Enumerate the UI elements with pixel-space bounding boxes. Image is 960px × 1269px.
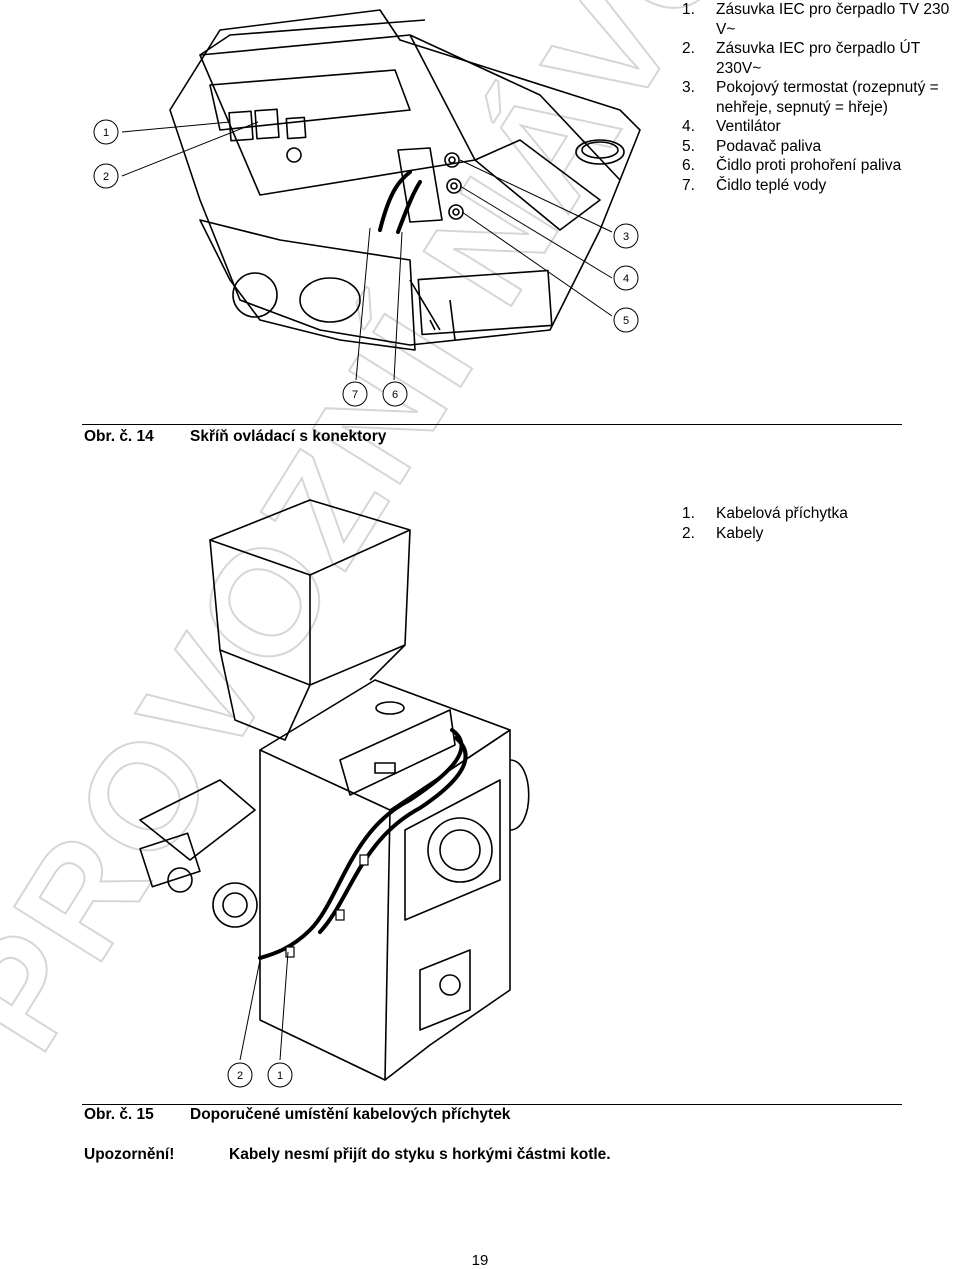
callout-5: 5 (623, 315, 629, 327)
callout-1: 1 (277, 1070, 283, 1082)
legend-item: 7.Čidlo teplé vody (682, 176, 827, 194)
legend-item: 2.Kabely (682, 524, 764, 542)
callout-3-circle (613, 223, 639, 249)
figure15-legend: 1.Kabelová příchytka 2.Kabely (682, 504, 952, 543)
figure14-caption-label: Obr. č. 14 (84, 428, 154, 445)
legend-item: 5.Podavač paliva (682, 137, 822, 155)
callout-7-circle (342, 381, 368, 407)
warning-label: Upozornění! (84, 1146, 175, 1163)
callout-1-circle (267, 1062, 293, 1088)
callout-7: 7 (352, 389, 358, 401)
legend-item: 1.Kabelová příchytka (682, 505, 848, 522)
page-number: 19 (471, 1252, 489, 1269)
legend-item: 1.Zásuvka IEC pro čerpadlo TV 230 V~ (682, 1, 950, 38)
callout-1: 1 (103, 127, 109, 139)
callout-2: 2 (237, 1070, 243, 1082)
caption-rule (82, 1104, 902, 1105)
callout-2: 2 (103, 171, 109, 183)
figure15-caption-label: Obr. č. 15 (84, 1106, 154, 1123)
callout-1-circle (93, 119, 119, 145)
callout-2-circle (227, 1062, 253, 1088)
figure15-caption-title: Doporučené umístění kabelových příchytek (190, 1106, 511, 1123)
callout-5-circle (613, 307, 639, 333)
warning-text: Kabely nesmí přijít do styku s horkými č… (229, 1146, 611, 1163)
callout-4-circle (613, 265, 639, 291)
legend-item: 2.Zásuvka IEC pro čerpadlo ÚT 230V~ (682, 40, 920, 77)
callout-2-circle (93, 163, 119, 189)
legend-item: 6.Čidlo proti prohoření paliva (682, 157, 902, 174)
figure14-caption-title: Skříň ovládací s konektory (190, 428, 387, 445)
caption-rule (82, 424, 902, 425)
legend-item: 4.Ventilátor (682, 118, 781, 135)
figure15-drawing: 2 1 (139, 499, 530, 1088)
callout-3: 3 (623, 231, 629, 243)
legend-item: 3.Pokojový termostat (rozepnutý = nehřej… (682, 79, 939, 116)
figure14-drawing: 1 2 3 4 5 7 6 (93, 9, 641, 407)
callout-6: 6 (392, 389, 398, 401)
figure14-legend: 1.Zásuvka IEC pro čerpadlo TV 230 V~ 2.Z… (682, 0, 952, 195)
callout-6-circle (382, 381, 408, 407)
callout-4: 4 (623, 273, 629, 285)
